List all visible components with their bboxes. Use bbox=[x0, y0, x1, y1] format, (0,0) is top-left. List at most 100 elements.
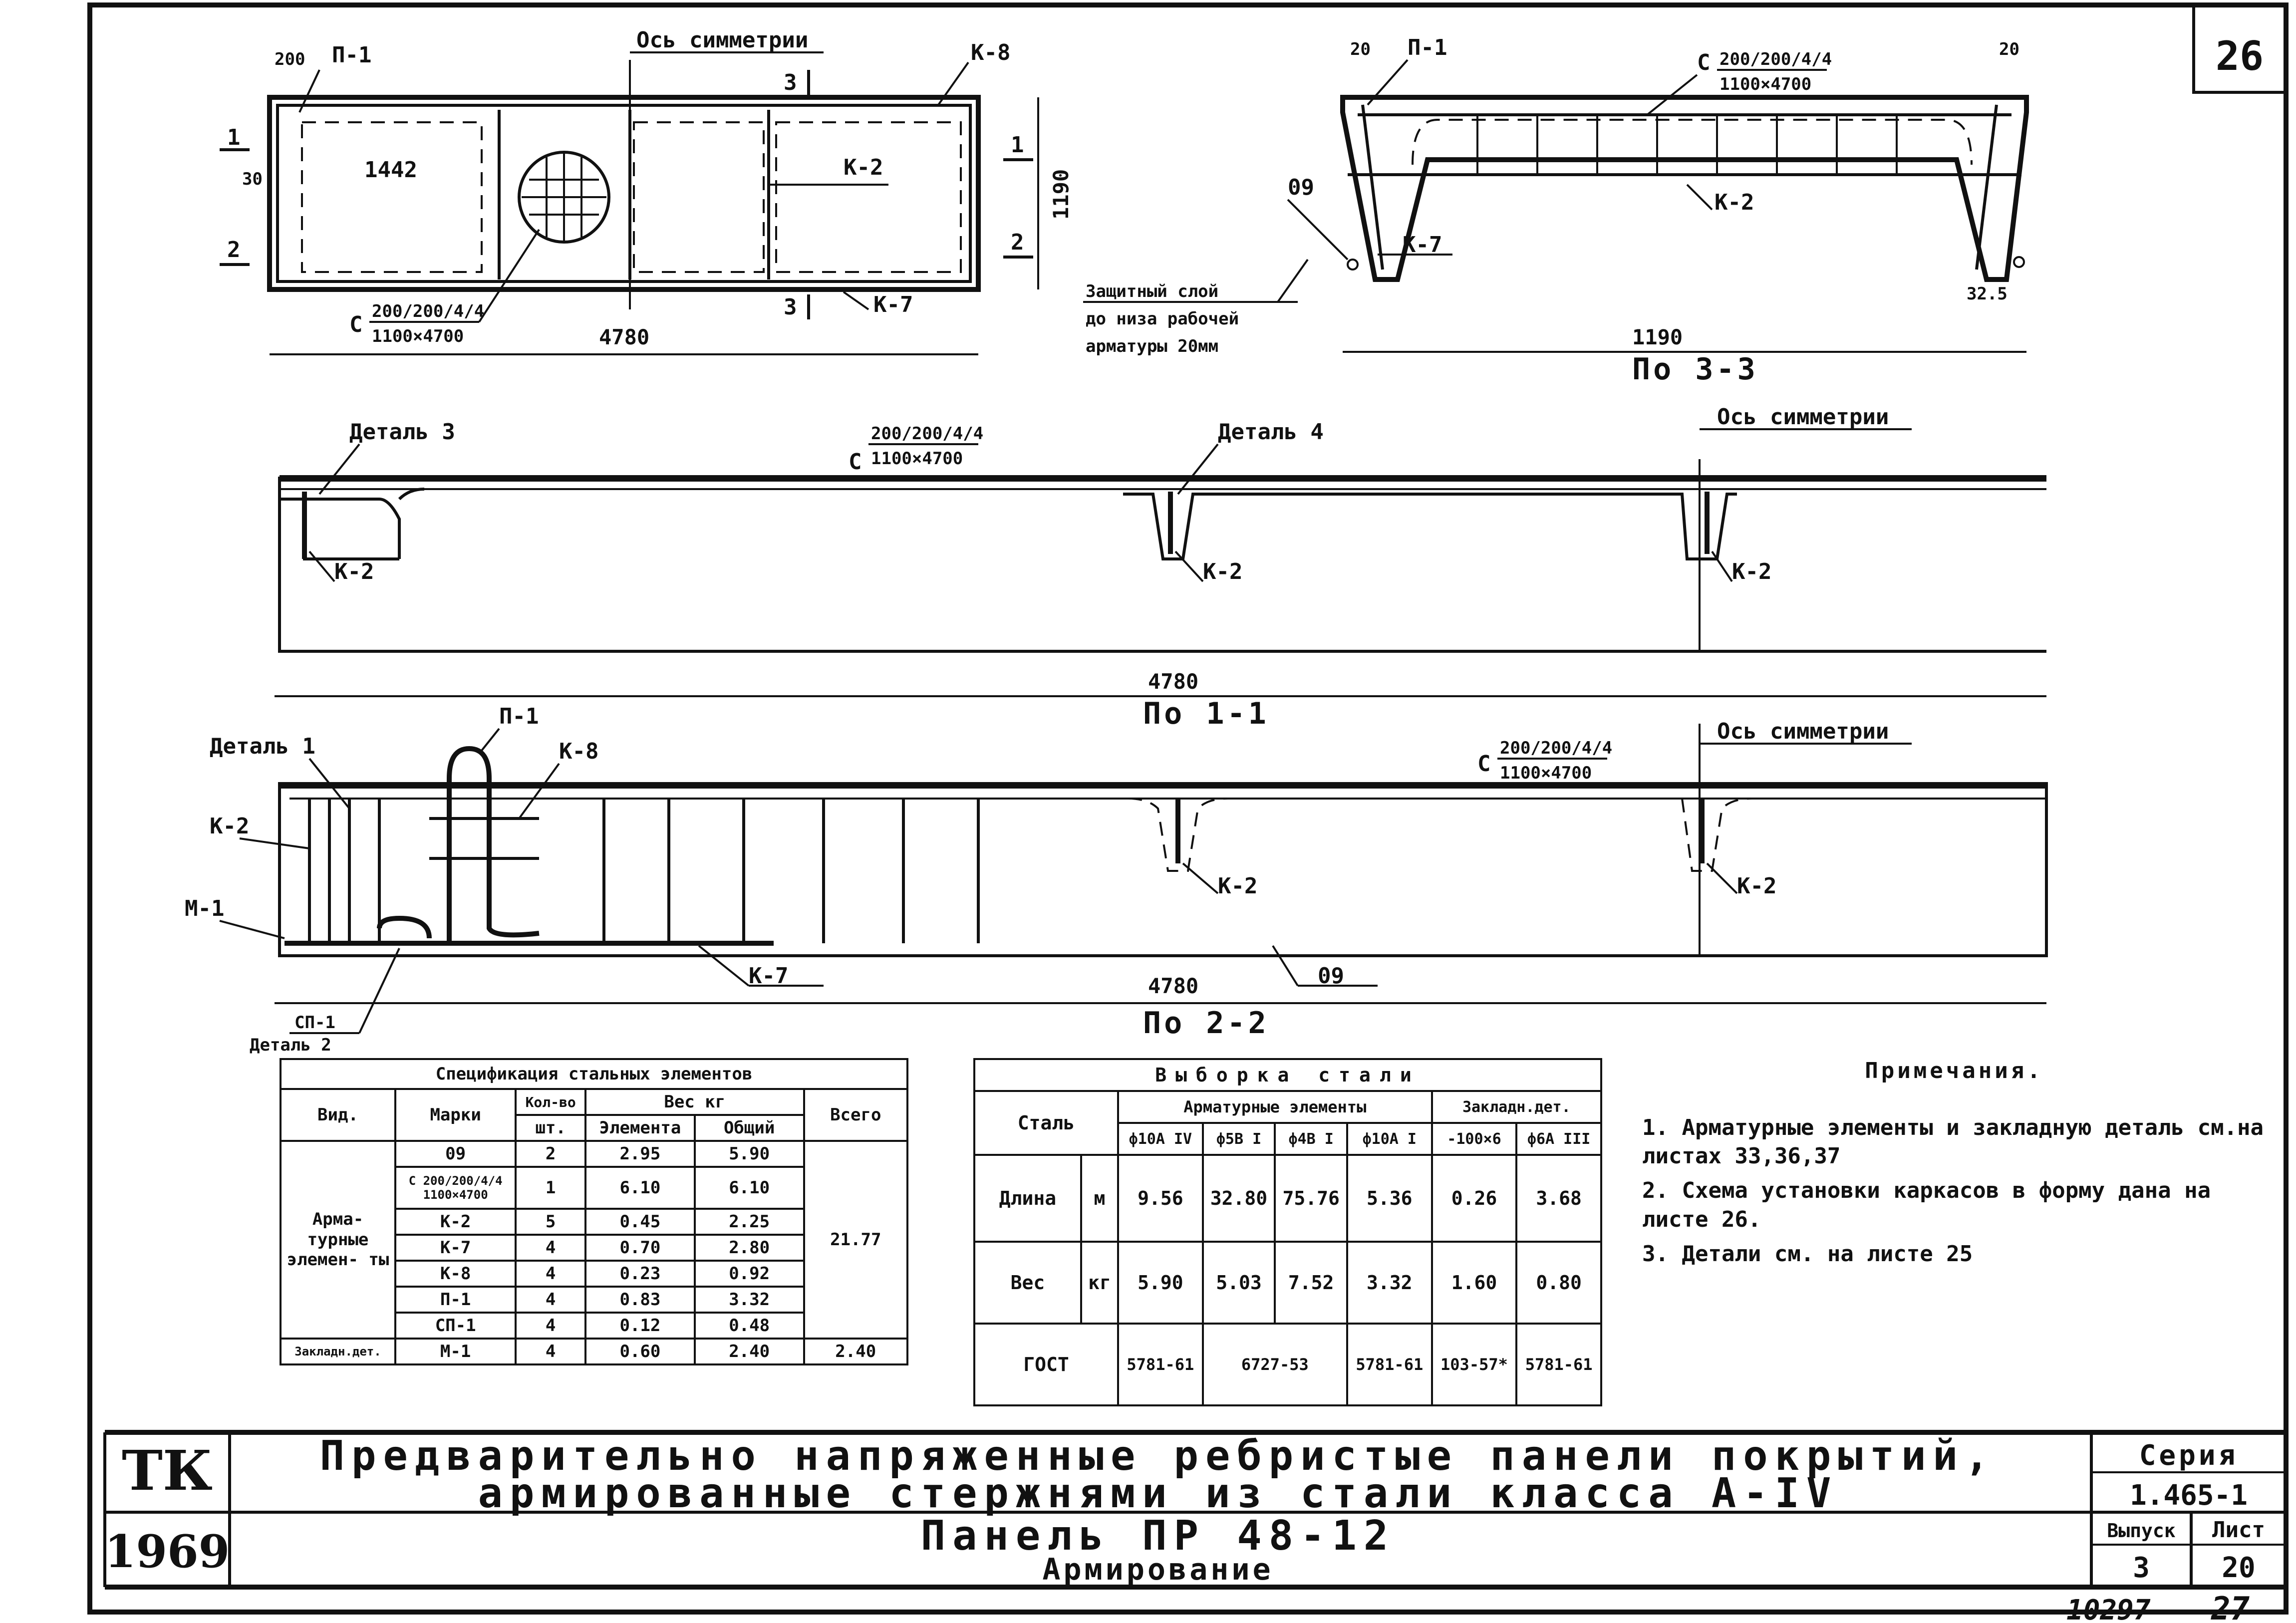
section-22-label-m1: М-1 bbox=[185, 896, 224, 921]
plan-axis-label: Ось симметрии bbox=[636, 27, 808, 53]
section-11-axis-label: Ось симметрии bbox=[1717, 404, 1889, 430]
spec-mark: 09 bbox=[394, 1140, 517, 1168]
steel-row-name: Вес bbox=[973, 1241, 1082, 1325]
section-22-mesh-den: 1100×4700 bbox=[1500, 763, 1592, 783]
issue-value: 3 bbox=[2133, 1552, 2150, 1584]
section-33-rod-left bbox=[1361, 104, 1384, 270]
plan-dim-200: 200 bbox=[275, 49, 305, 69]
section-22-outline bbox=[278, 782, 2048, 957]
title-year: 1969 bbox=[105, 1525, 230, 1578]
spec-header-total: Общий bbox=[693, 1114, 805, 1142]
steel-value: 3.68 bbox=[1515, 1154, 1602, 1243]
section-11-label-detail4: Деталь 4 bbox=[1218, 419, 1324, 445]
section-33-outline bbox=[1340, 95, 2029, 282]
spec-mark: СП-1 bbox=[394, 1312, 517, 1340]
plan-mesh-c: С bbox=[349, 312, 363, 337]
section-11-dim-4780: 4780 bbox=[1148, 669, 1198, 694]
spec-mark: П-1 bbox=[394, 1286, 517, 1314]
table-row: С 200/200/4/4 1100×4700 1 6.10 6.10 bbox=[281, 1166, 907, 1210]
section-label-1-right: 1 bbox=[1011, 132, 1024, 158]
section-33-label-k2: К-2 bbox=[1715, 190, 1754, 215]
table-row: Вес кг 5.90 5.03 7.52 3.32 1.60 0.80 bbox=[973, 1241, 1602, 1325]
section-label-3-top: 3 bbox=[784, 70, 797, 95]
steel-row-unit: м bbox=[1080, 1154, 1119, 1243]
spec-weight-total: 2.80 bbox=[693, 1234, 805, 1262]
section-22-label-k2-left: К-2 bbox=[210, 813, 249, 839]
steel-value: 0.80 bbox=[1515, 1241, 1602, 1325]
plan-label-p1: П-1 bbox=[332, 42, 371, 68]
plan-dim-1442: 1442 bbox=[364, 157, 417, 183]
section-22-dim-4780: 4780 bbox=[1148, 974, 1198, 998]
spec-qty: 4 bbox=[515, 1234, 587, 1262]
spec-qty: 1 bbox=[515, 1166, 587, 1210]
steel-col-header: ф5В I bbox=[1201, 1122, 1276, 1156]
section-33-mesh-den: 1100×4700 bbox=[1720, 74, 1811, 94]
steel-gost-value: 6727-53 bbox=[1201, 1323, 1348, 1406]
steel-gost-name: ГОСТ bbox=[973, 1323, 1119, 1406]
section-22-label-k7: К-7 bbox=[749, 963, 788, 989]
spec-qty: 4 bbox=[515, 1338, 587, 1365]
section-22-axis-label: Ось симметрии bbox=[1717, 719, 1889, 744]
section-22-leader-p1 bbox=[478, 728, 500, 755]
section-11-mesh-den: 1100×4700 bbox=[871, 449, 963, 469]
section-11-leader-k2-left bbox=[308, 550, 335, 582]
table-row: Длина м 9.56 32.80 75.76 5.36 0.26 3.68 bbox=[973, 1154, 1602, 1243]
plan-dim-4780: 4780 bbox=[599, 325, 649, 349]
section-3-3: 20 20 П-1 С 200/200/4/4 1100×4700 09 К-7… bbox=[1287, 35, 2029, 387]
spec-mark: К-7 bbox=[394, 1234, 517, 1262]
section-22-mesh-num: 200/200/4/4 bbox=[1500, 738, 1612, 758]
section-11-leader-detail4 bbox=[1177, 443, 1219, 495]
steel-value: 5.03 bbox=[1201, 1241, 1276, 1325]
spec-qty: 5 bbox=[515, 1208, 587, 1236]
steel-value: 75.76 bbox=[1274, 1154, 1348, 1243]
section-22-label-detail2: Деталь 2 bbox=[250, 1035, 331, 1055]
section-11-ribs bbox=[398, 488, 1737, 560]
steel-col-header: ф6А III bbox=[1515, 1122, 1602, 1156]
series-value: 1.465-1 bbox=[2130, 1479, 2248, 1512]
section-11-label-k2-left: К-2 bbox=[334, 559, 374, 584]
section-11-label-detail3: Деталь 3 bbox=[349, 419, 455, 445]
spec-header-weight: Вес кг bbox=[584, 1088, 805, 1116]
steel-title: Выборка стали bbox=[973, 1058, 1602, 1092]
section-33-dim-1190: 1190 bbox=[1632, 325, 1683, 349]
protective-layer-note: Защитный слой до низа рабочей арматуры 2… bbox=[1083, 259, 1309, 356]
spec-qty: 4 bbox=[515, 1260, 587, 1288]
plan-cell-3 bbox=[633, 121, 765, 273]
steel-col-header: -100×6 bbox=[1431, 1122, 1518, 1156]
spec-weight-element: 0.45 bbox=[584, 1208, 696, 1236]
spec-weight-element: 0.60 bbox=[584, 1338, 696, 1365]
section-33-label-k7: К-7 bbox=[1403, 232, 1442, 258]
section-11-leader-k2-middle bbox=[1174, 550, 1204, 582]
section-11-mesh-num: 200/200/4/4 bbox=[871, 424, 983, 444]
spec-mark: К-2 bbox=[394, 1208, 517, 1236]
sheet-label: Лист bbox=[2212, 1517, 2265, 1543]
section-11-caption: По 1-1 bbox=[1143, 696, 1269, 731]
plan-cell-1 bbox=[301, 121, 483, 273]
note-item-3: 3. Детали см. на листе 25 bbox=[1642, 1241, 1973, 1267]
steel-value: 3.32 bbox=[1346, 1241, 1433, 1325]
section-22-leader-sp1 bbox=[358, 948, 400, 1034]
spec-mark: С 200/200/4/4 1100×4700 bbox=[394, 1166, 517, 1210]
title-subtitle: Армирование bbox=[1042, 1552, 1273, 1587]
series-label: Серия bbox=[2139, 1439, 2239, 1472]
steel-value: 5.90 bbox=[1117, 1241, 1204, 1325]
note-item-1: 1. Арматурные элементы и закладную детал… bbox=[1642, 1115, 2264, 1169]
protective-note-line-2: до низа рабочей bbox=[1086, 309, 1239, 329]
section-22-hook bbox=[377, 915, 432, 939]
protective-note-line-3: арматуры 20мм bbox=[1086, 336, 1218, 356]
plan-mesh-num: 200/200/4/4 bbox=[372, 301, 484, 321]
spec-weight-element: 0.23 bbox=[584, 1260, 696, 1288]
spec-weight-total: 0.48 bbox=[693, 1312, 805, 1340]
section-label-2-right: 2 bbox=[1011, 230, 1024, 255]
spec-weight-element: 0.70 bbox=[584, 1234, 696, 1262]
spec-header-kind: Вид. bbox=[280, 1088, 396, 1142]
section-11-outline bbox=[278, 475, 2046, 653]
title-line-2: армированные стержнями из стали класса А… bbox=[478, 1470, 1838, 1517]
spec-weight-total: 2.40 bbox=[693, 1338, 805, 1365]
sheet-number-box bbox=[2192, 3, 2288, 94]
spec-weight-element: 2.95 bbox=[584, 1140, 696, 1168]
section-11-label-k2-right: К-2 bbox=[1732, 559, 1771, 584]
section-22-leader-detail1 bbox=[308, 758, 350, 810]
section-33-mesh-outline bbox=[1412, 119, 1973, 165]
